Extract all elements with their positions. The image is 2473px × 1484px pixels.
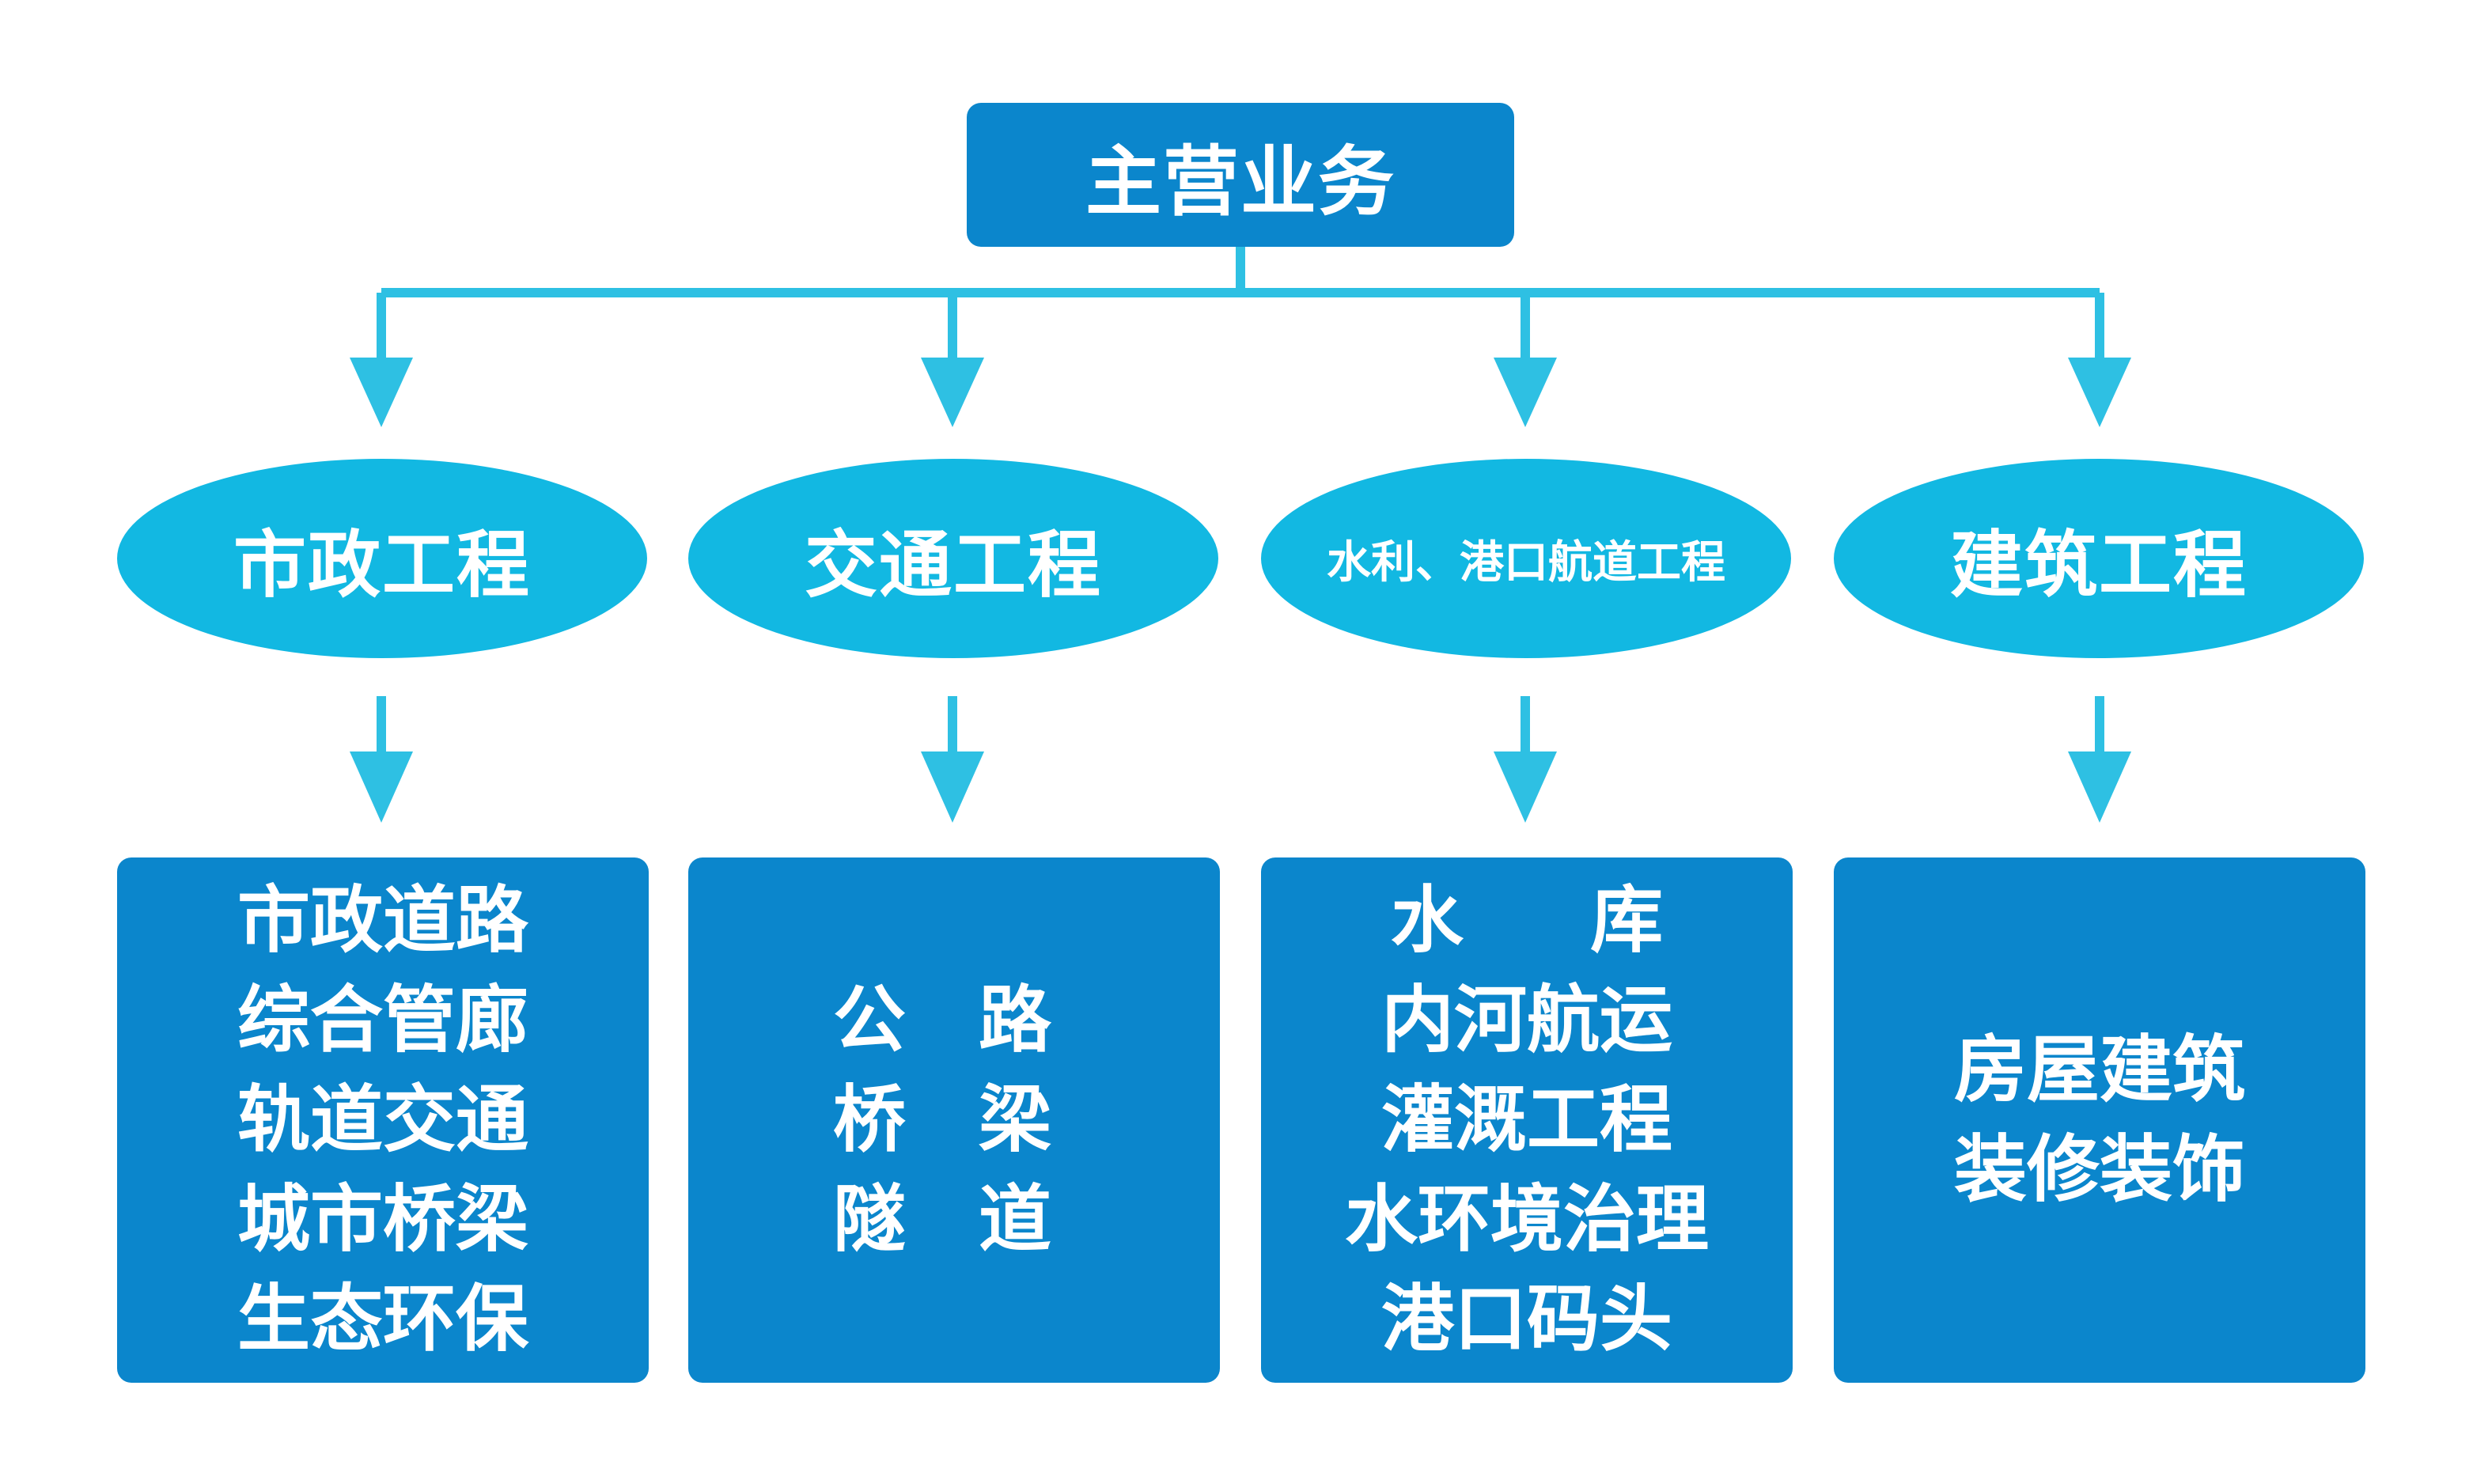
detail-item: 装修装饰 xyxy=(1953,1127,2245,1212)
detail-item: 生态环保 xyxy=(237,1277,528,1361)
category-label: 市政工程 xyxy=(233,522,531,608)
detail-item: 水 库 xyxy=(1390,878,1664,963)
detail-item: 隧 道 xyxy=(832,1177,1076,1262)
detail-item: 城市桥梁 xyxy=(237,1177,528,1262)
detail-item: 综合管廊 xyxy=(237,978,528,1062)
detail-item: 港口码头 xyxy=(1380,1277,1672,1361)
detail-item: 内河航运 xyxy=(1380,978,1672,1062)
category-ellipse-building: 建筑工程 xyxy=(1834,459,2364,658)
detail-box-transport: 公 路 桥 梁 隧 道 xyxy=(688,857,1220,1383)
category-ellipse-water-port: 水利、港口航道工程 xyxy=(1261,459,1791,658)
category-label: 交通工程 xyxy=(804,522,1102,608)
detail-item: 灌溉工程 xyxy=(1380,1077,1672,1162)
category-ellipse-transport: 交通工程 xyxy=(688,459,1218,658)
detail-item: 水环境治理 xyxy=(1344,1177,1709,1262)
category-label: 水利、港口航道工程 xyxy=(1327,536,1725,589)
detail-item: 桥 梁 xyxy=(832,1077,1076,1162)
arrow-head-6 xyxy=(921,751,984,823)
detail-item: 公 路 xyxy=(832,978,1076,1062)
root-node: 主营业务 xyxy=(967,103,1514,247)
detail-item: 轨道交通 xyxy=(237,1077,528,1162)
category-label: 建筑工程 xyxy=(1949,522,2248,608)
detail-item: 房屋建筑 xyxy=(1953,1028,2245,1112)
detail-box-building: 房屋建筑 装修装饰 xyxy=(1834,857,2365,1383)
arrow-head-1 xyxy=(350,358,413,427)
arrow-head-7 xyxy=(1494,751,1557,823)
arrow-head-3 xyxy=(1494,358,1557,427)
arrow-head-4 xyxy=(2068,358,2131,427)
category-ellipse-municipal: 市政工程 xyxy=(117,459,647,658)
detail-box-water-port: 水 库 内河航运 灌溉工程 水环境治理 港口码头 xyxy=(1261,857,1793,1383)
arrow-head-2 xyxy=(921,358,984,427)
arrow-head-8 xyxy=(2068,751,2131,823)
arrow-head-5 xyxy=(350,751,413,823)
detail-item: 市政道路 xyxy=(237,878,528,963)
detail-box-municipal: 市政道路 综合管廊 轨道交通 城市桥梁 生态环保 xyxy=(117,857,649,1383)
root-label: 主营业务 xyxy=(1085,137,1396,226)
